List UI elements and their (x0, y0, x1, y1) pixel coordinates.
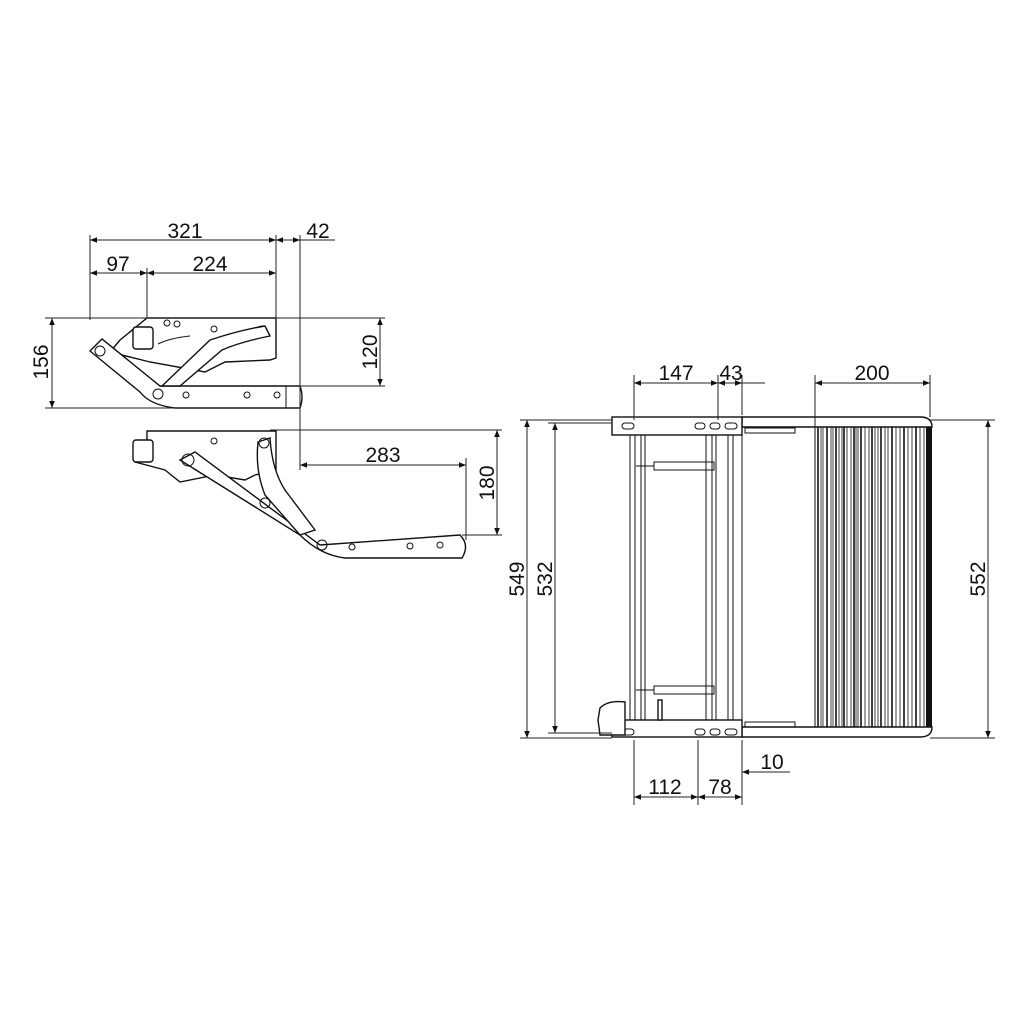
dim-224: 224 (192, 253, 227, 276)
dim-552: 552 (967, 561, 990, 596)
dim-532: 532 (534, 561, 557, 596)
dim-147: 147 (658, 362, 693, 385)
top-view (597, 416, 933, 738)
dim-78: 78 (708, 776, 731, 799)
dim-120: 120 (359, 334, 382, 369)
side-view-extended (132, 430, 467, 559)
dim-549: 549 (506, 561, 529, 596)
dim-43: 43 (719, 362, 742, 385)
side-view-retracted (88, 317, 303, 409)
dimension-lines (45, 235, 995, 805)
dim-97: 97 (106, 253, 129, 276)
dim-112: 112 (648, 776, 681, 799)
dim-321: 321 (167, 220, 202, 243)
dim-42: 42 (306, 220, 329, 243)
dim-200: 200 (854, 362, 889, 385)
dim-10: 10 (760, 751, 783, 774)
dimension-labels: 321 42 97 224 156 120 283 180 147 43 200… (30, 220, 990, 799)
dim-283: 283 (365, 444, 400, 467)
dim-180: 180 (476, 465, 499, 500)
dim-156: 156 (30, 344, 53, 379)
